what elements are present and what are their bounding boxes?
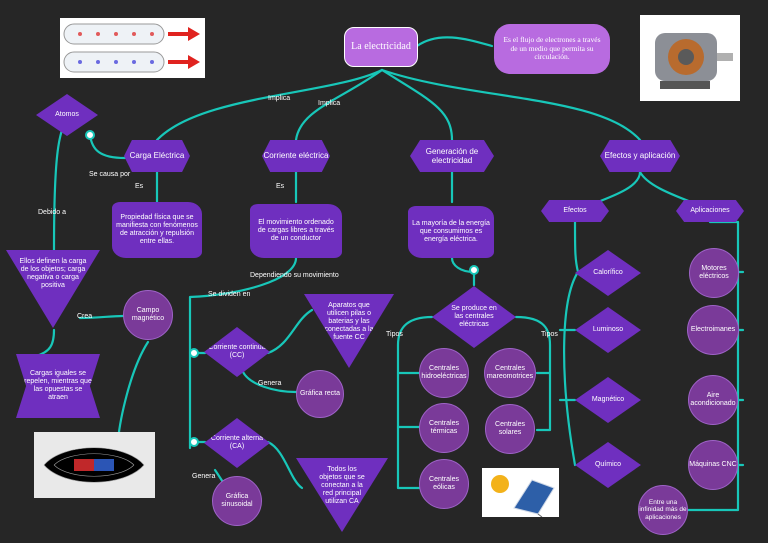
app-motores-label: Motores eléctricos (699, 264, 729, 280)
generacion-title: Generación de electricidad (425, 146, 479, 165)
app-otras-node: Entre una infinidad más de aplicaciones (638, 485, 688, 535)
carga-definition-node: Propiedad física que se manifiesta con f… (112, 202, 202, 258)
carga-definition-text: Propiedad física que se manifiesta con f… (116, 213, 198, 246)
magnet-image (34, 432, 155, 498)
central-mareo-label: Centrales mareomotrices (486, 364, 534, 380)
solar-panel-icon (491, 475, 555, 518)
solar-image (482, 468, 559, 518)
ca-objetos-text: Todos los objetos que se conectan a la r… (319, 466, 365, 506)
efectos-title: Efectos y aplicación (604, 151, 676, 161)
definition-text: Es el flujo de electrones a través de un… (503, 35, 601, 62)
central-eolica-label: Centrales eólicas (429, 475, 459, 491)
electron-flow-image (60, 18, 205, 78)
centrales-text: Se produce en las centrales eléctricas (451, 304, 497, 329)
definition-node: Es el flujo de electrones a través de un… (494, 24, 610, 74)
efectos-node: Efectos y aplicación (600, 140, 680, 172)
central-mareo-node: Centrales mareomotrices (484, 348, 536, 398)
central-solar-label: Centrales solares (495, 420, 525, 436)
corriente-definition-node: El movimiento ordenado de cargas libres … (250, 204, 342, 258)
app-electroimanes-label: Electroimanes (690, 325, 736, 333)
app-otras-label: Entre una infinidad más de aplicaciones (639, 498, 687, 521)
magnet-icon (43, 447, 145, 483)
app-aire-node: Aire acondicionado (688, 375, 738, 425)
carga-node: Carga Eléctrica (124, 140, 190, 172)
label-genera-1: Genera (258, 380, 282, 387)
label-tipos-1: Tipos (386, 331, 403, 338)
label-es-1: Es (135, 183, 144, 190)
app-electroimanes-node: Electroimanes (687, 305, 739, 355)
generacion-definition-text: La mayoría de la energía que consumimos … (412, 219, 490, 244)
label-crea: Crea (77, 313, 93, 320)
corriente-title: Corriente eléctrica (263, 151, 329, 161)
grafica-sinusoidal-node: Gráfica sinusoidal (212, 476, 262, 526)
generacion-node: Generación de electricidad (410, 140, 494, 172)
charges-text: Ellos definen la carga de los objetos; c… (19, 258, 87, 290)
app-motores-node: Motores eléctricos (689, 248, 739, 298)
cc-label: Corriente continua (CC) (208, 343, 266, 359)
app-cnc-label: Máquinas CNC (689, 460, 737, 468)
campo-label: Campo magnético (131, 306, 165, 322)
central-eolica-node: Centrales eólicas (419, 459, 469, 509)
label-dependiendo: Dependiendo su movimiento (250, 272, 339, 279)
central-termica-label: Centrales térmicas (429, 419, 459, 435)
root-node: La electricidad (344, 27, 418, 67)
motor-image (640, 15, 740, 101)
aplicaciones-label-node: Aplicaciones (676, 200, 744, 222)
iguales-text: Cargas iguales se repelen, mientras que … (24, 369, 92, 402)
efectos-label-node: Efectos (541, 200, 609, 222)
electron-flow-icon (63, 23, 200, 73)
aplicaciones-label: Aplicaciones (690, 206, 730, 214)
label-se-dividen-en: Se dividen en (208, 291, 251, 298)
grafica-recta-label: Gráfica recta (299, 389, 341, 397)
label-se-causa-por: Se causa por (89, 171, 131, 178)
carga-title: Carga Eléctrica (129, 151, 185, 161)
corriente-definition-text: El movimiento ordenado de cargas libres … (257, 218, 335, 243)
central-termica-node: Centrales térmicas (419, 403, 469, 453)
label-implica-2: Implica (318, 100, 341, 107)
root-title: La electricidad (351, 41, 411, 53)
atomos-label: Atomos (55, 110, 79, 118)
electric-motor-icon (655, 33, 733, 89)
efectos-label: Efectos (563, 206, 587, 214)
efecto-calorifico-label: Calorífico (593, 268, 623, 276)
efecto-magnetico-label: Magnético (591, 395, 625, 403)
central-solar-node: Centrales solares (485, 404, 535, 454)
label-implica-1: Implica (268, 95, 291, 102)
central-hidro-node: Centrales hidroeléctricas (419, 348, 469, 398)
ca-label: Corriente alterna (CA) (210, 434, 264, 450)
app-aire-label: Aire acondicionado (690, 391, 736, 407)
label-es-2: Es (276, 183, 285, 190)
efecto-quimico-label: Químico (594, 460, 622, 468)
campo-node: Campo magnético (123, 290, 173, 340)
label-genera-2: Genera (192, 473, 216, 480)
corriente-node: Corriente eléctrica (262, 140, 330, 172)
grafica-recta-node: Gráfica recta (296, 370, 344, 418)
grafica-sinusoidal-label: Gráfica sinusoidal (221, 492, 253, 508)
label-tipos-2: Tipos (541, 331, 558, 338)
central-hidro-label: Centrales hidroeléctricas (421, 364, 467, 380)
generacion-definition-node: La mayoría de la energía que consumimos … (408, 206, 494, 258)
efecto-luminoso-label: Luminoso (592, 325, 624, 333)
label-debido-a: Debido a (38, 209, 67, 216)
iguales-node: Cargas iguales se repelen, mientras que … (16, 354, 100, 418)
cc-aparatos-text: Aparatos que utilicen pilas o baterias y… (324, 302, 374, 342)
app-cnc-node: Máquinas CNC (688, 440, 738, 490)
